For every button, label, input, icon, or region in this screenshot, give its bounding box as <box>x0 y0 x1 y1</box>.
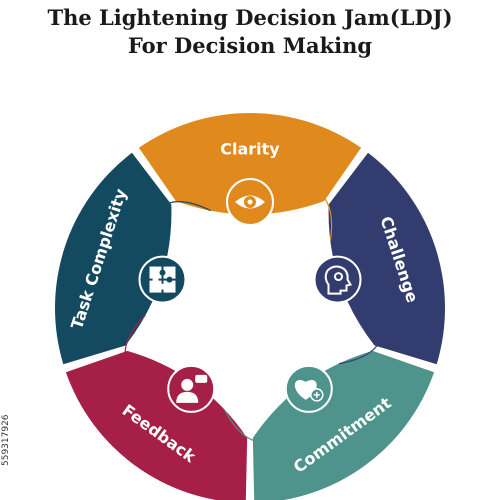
stock-id: 559317926 <box>1 414 11 466</box>
connector-commitment <box>224 409 287 443</box>
connector-clarity <box>295 183 333 241</box>
label-clarity: Clarity <box>220 140 280 159</box>
connector-feedback <box>124 314 146 383</box>
segment-feedback <box>65 350 248 500</box>
segment-clarity <box>138 112 362 215</box>
page-title: The Lightening Decision Jam(LDJ) For Dec… <box>0 4 500 60</box>
connector-lines <box>124 183 385 443</box>
head-gear-icon <box>313 255 362 304</box>
connector-challenge <box>338 312 385 365</box>
person-speech-icon <box>167 364 216 413</box>
segment-icons <box>138 178 362 413</box>
segment-group <box>54 112 445 500</box>
puzzle-icon <box>138 255 187 304</box>
segment-challenge <box>328 152 445 365</box>
connector-task-complexity <box>145 201 211 227</box>
eye-icon <box>226 178 274 226</box>
heart-plus-icon <box>284 364 333 413</box>
title-line-2: For Decision Making <box>127 33 373 58</box>
segment-commitment <box>252 350 435 500</box>
title-line-1: The Lightening Decision Jam(LDJ) <box>47 5 453 30</box>
segment-task-complexity <box>54 152 172 365</box>
